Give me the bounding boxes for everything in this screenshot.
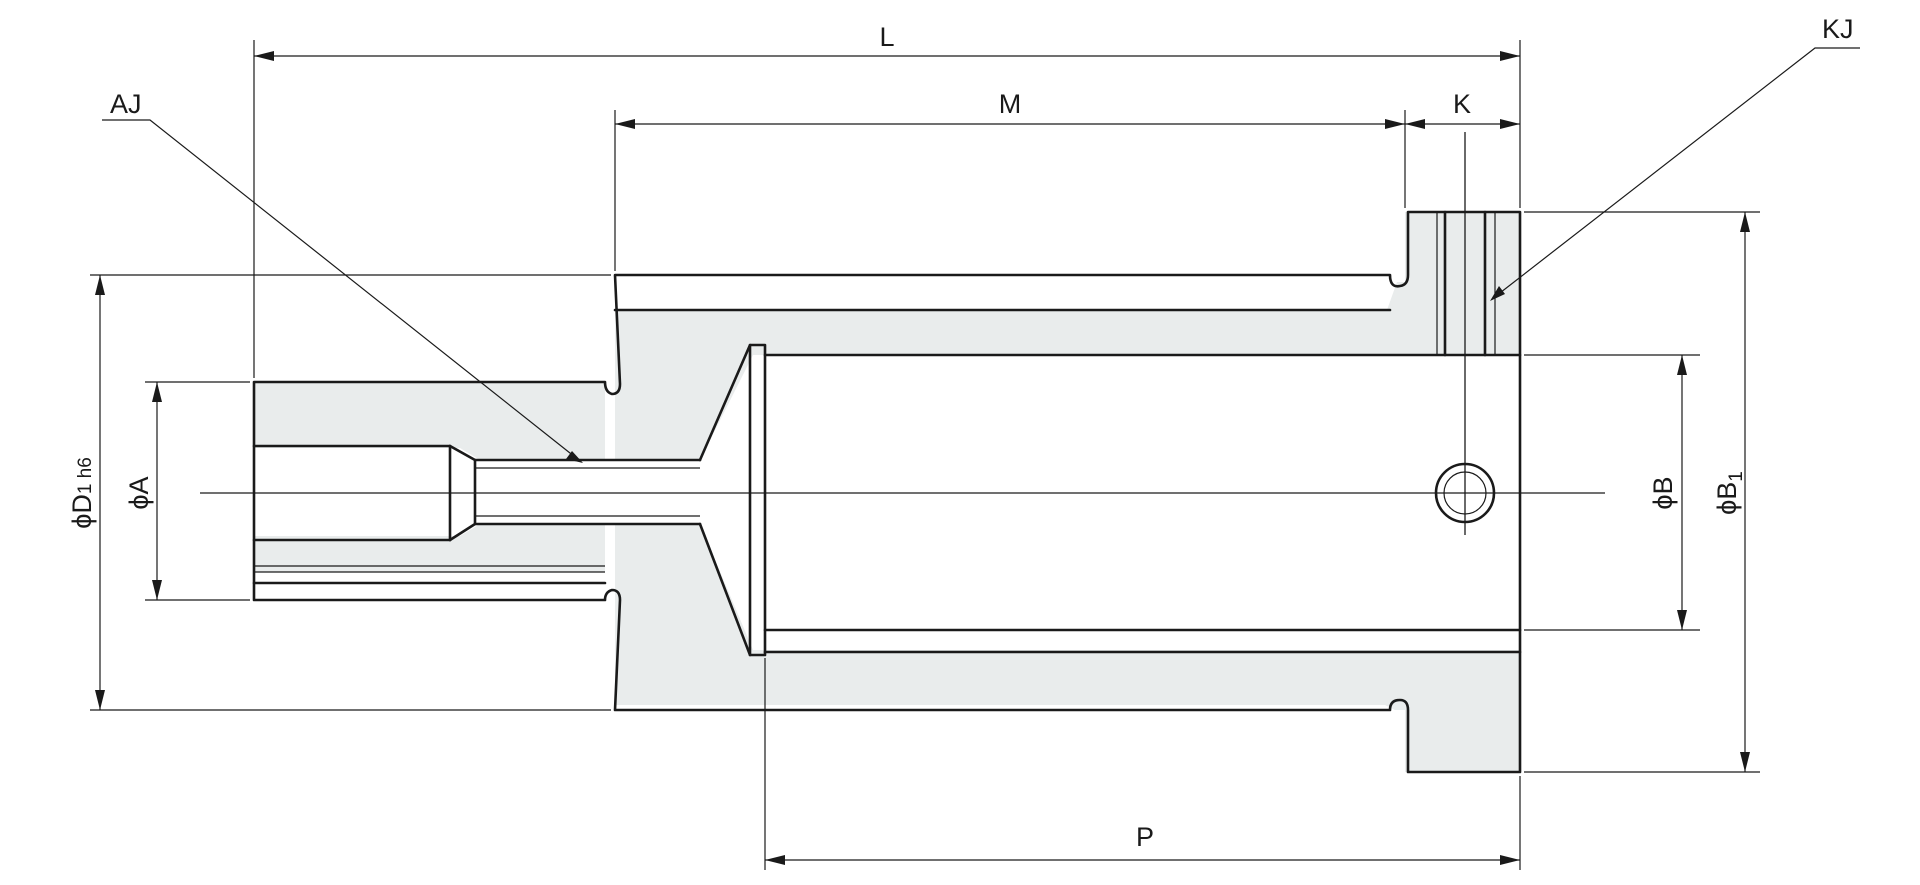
label-phiD1-main: ϕD	[67, 494, 97, 529]
label-K: K	[1453, 89, 1471, 119]
dim-B-arrow-bottom	[1677, 610, 1687, 630]
label-M: M	[999, 89, 1022, 119]
label-phiD1: ϕD1 h6	[67, 457, 97, 529]
cone-face	[698, 343, 767, 657]
label-phiB1-sub: 1	[1726, 471, 1747, 482]
shank-chamfer	[448, 444, 477, 542]
label-KJ: KJ	[1822, 14, 1854, 44]
dim-B-arrow-top	[1677, 355, 1687, 375]
label-L: L	[879, 22, 894, 52]
body-lower-wall	[615, 524, 1520, 772]
dim-A-arrow-bottom	[152, 580, 162, 600]
part-outline	[252, 210, 1522, 774]
svg-text:ϕD1 h6: ϕD1 h6	[67, 457, 97, 529]
shank-lower-wall	[254, 524, 605, 572]
label-phiB1: ϕB1	[1712, 471, 1747, 515]
dim-D1-arrow-top	[95, 275, 105, 295]
label-phiD1-sub: 1 h6	[75, 457, 96, 494]
label-phiB1-main: ϕB	[1712, 482, 1742, 515]
leader-KJ-arrow	[1490, 286, 1505, 301]
label-phiA: ϕA	[124, 476, 154, 509]
dim-M-arrow-right	[1385, 119, 1405, 129]
outer-contour	[252, 210, 1522, 774]
dim-L-arrow-left	[254, 51, 274, 61]
dim-K-arrow-left	[1405, 119, 1425, 129]
leader-lines	[102, 47, 1860, 463]
dim-D1-arrow-bottom	[95, 690, 105, 710]
leader-AJ	[102, 119, 576, 458]
extension-lines	[90, 40, 1760, 870]
svg-text:ϕB1: ϕB1	[1712, 471, 1747, 515]
label-phiB: ϕB	[1648, 476, 1678, 509]
leader-KJ	[1495, 47, 1860, 297]
dim-P-arrow-right	[1500, 855, 1520, 865]
dim-A-arrow-top	[152, 382, 162, 402]
body-upper-wall	[615, 212, 1520, 460]
center-lines	[200, 132, 1605, 535]
hatched-sections	[254, 212, 1520, 772]
dim-K-arrow-right	[1500, 119, 1520, 129]
label-AJ: AJ	[110, 89, 142, 119]
leader-AJ-arrow	[566, 451, 583, 463]
dim-M-arrow-left	[615, 119, 635, 129]
labels: L M K P AJ KJ ϕA ϕD1 h6 ϕB ϕB1	[67, 14, 1854, 852]
shank-upper-wall	[254, 382, 605, 460]
dim-B1-arrow-top	[1740, 212, 1750, 232]
dimension-lines	[95, 51, 1750, 865]
dim-B1-arrow-bottom	[1740, 752, 1750, 772]
label-P: P	[1136, 822, 1154, 852]
dim-P-arrow-left	[765, 855, 785, 865]
dim-L-arrow-right	[1500, 51, 1520, 61]
